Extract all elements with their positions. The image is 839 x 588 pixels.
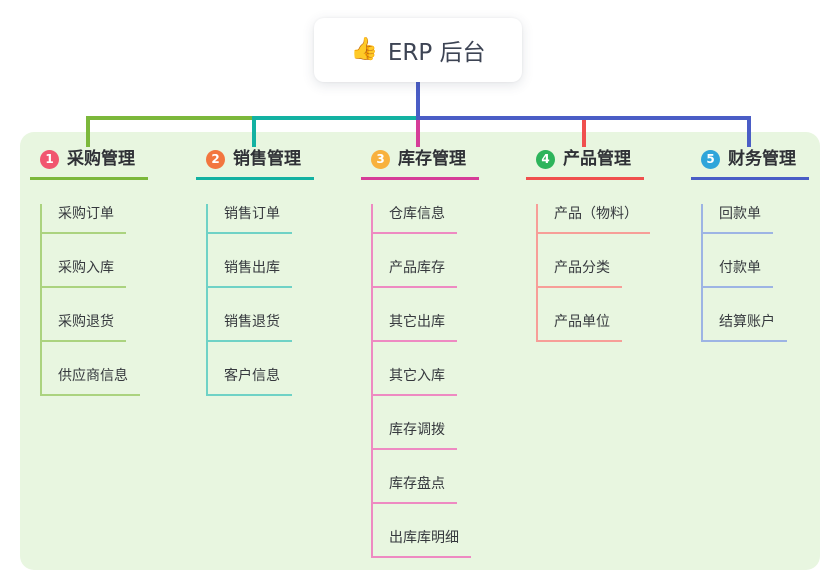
child-node[interactable]: 产品单位	[538, 312, 622, 342]
child-node[interactable]: 销售订单	[208, 204, 292, 234]
child-node[interactable]: 产品库存	[373, 258, 457, 288]
drop-line-finance	[747, 116, 751, 147]
bus-segment-blue	[416, 116, 751, 120]
branch-inventory: 3 库存管理 仓库信息产品库存其它出库其它入库库存调拨库存盘点出库库明细	[361, 147, 491, 558]
drop-line-product	[582, 120, 586, 147]
child-node[interactable]: 供应商信息	[42, 366, 140, 396]
child-node[interactable]: 采购入库	[42, 258, 126, 288]
child-node[interactable]: 结算账户	[703, 312, 787, 342]
branch-purchase: 1 采购管理 采购订单采购入库采购退货供应商信息	[30, 147, 160, 396]
drop-line-sales	[252, 116, 256, 147]
branch-children-sales: 销售订单销售出库销售退货客户信息	[206, 204, 292, 396]
branch-title: 采购管理	[67, 149, 135, 169]
child-node[interactable]: 产品（物料）	[538, 204, 650, 234]
child-node[interactable]: 销售退货	[208, 312, 292, 342]
child-node[interactable]: 其它出库	[373, 312, 457, 342]
branch-number-badge: 3	[371, 149, 390, 169]
branch-children-product: 产品（物料） 产品分类产品单位	[536, 204, 650, 342]
branch-head-inventory[interactable]: 3 库存管理	[361, 147, 479, 180]
child-node[interactable]: 采购退货	[42, 312, 126, 342]
bus-segment-green	[86, 116, 254, 120]
child-node[interactable]: 销售出库	[208, 258, 292, 288]
branch-product: 4 产品管理 产品（物料） 产品分类产品单位	[526, 147, 656, 342]
branch-children-finance: 回款单付款单结算账户	[701, 204, 787, 342]
child-node[interactable]: 仓库信息	[373, 204, 457, 234]
child-node[interactable]: 其它入库	[373, 366, 457, 396]
branch-title: 库存管理	[398, 149, 466, 169]
branch-finance: 5 财务管理 回款单付款单结算账户	[691, 147, 821, 342]
drop-line-purchase	[86, 116, 90, 147]
branch-number-badge: 5	[701, 149, 720, 169]
branch-title: 产品管理	[563, 149, 631, 169]
branch-head-purchase[interactable]: 1 采购管理	[30, 147, 148, 180]
branches-panel	[20, 132, 820, 570]
root-drop-line	[416, 82, 420, 120]
drop-line-inventory	[416, 120, 420, 147]
child-node[interactable]: 付款单	[703, 258, 773, 288]
root-title: ERP 后台	[387, 40, 486, 66]
branch-number-badge: 1	[40, 149, 59, 169]
branch-head-product[interactable]: 4 产品管理	[526, 147, 644, 180]
branch-head-sales[interactable]: 2 销售管理	[196, 147, 314, 180]
branch-sales: 2 销售管理 销售订单销售出库销售退货客户信息	[196, 147, 326, 396]
bus-segment-teal	[252, 116, 418, 120]
child-node[interactable]: 产品分类	[538, 258, 622, 288]
child-node[interactable]: 出库库明细	[373, 528, 471, 558]
child-node[interactable]: 库存盘点	[373, 474, 457, 504]
branch-children-inventory: 仓库信息产品库存其它出库其它入库库存调拨库存盘点出库库明细	[371, 204, 471, 558]
child-node[interactable]: 客户信息	[208, 366, 292, 396]
branch-number-badge: 2	[206, 149, 225, 169]
branch-title: 销售管理	[233, 149, 301, 169]
child-node[interactable]: 库存调拨	[373, 420, 457, 450]
root-node[interactable]: 👍 ERP 后台	[314, 18, 522, 82]
child-node[interactable]: 回款单	[703, 204, 773, 234]
branch-children-purchase: 采购订单采购入库采购退货供应商信息	[40, 204, 140, 396]
branch-head-finance[interactable]: 5 财务管理	[691, 147, 809, 180]
branch-number-badge: 4	[536, 149, 555, 169]
branch-title: 财务管理	[728, 149, 796, 169]
thumbs-up-icon: 👍	[350, 37, 378, 62]
child-node[interactable]: 采购订单	[42, 204, 126, 234]
